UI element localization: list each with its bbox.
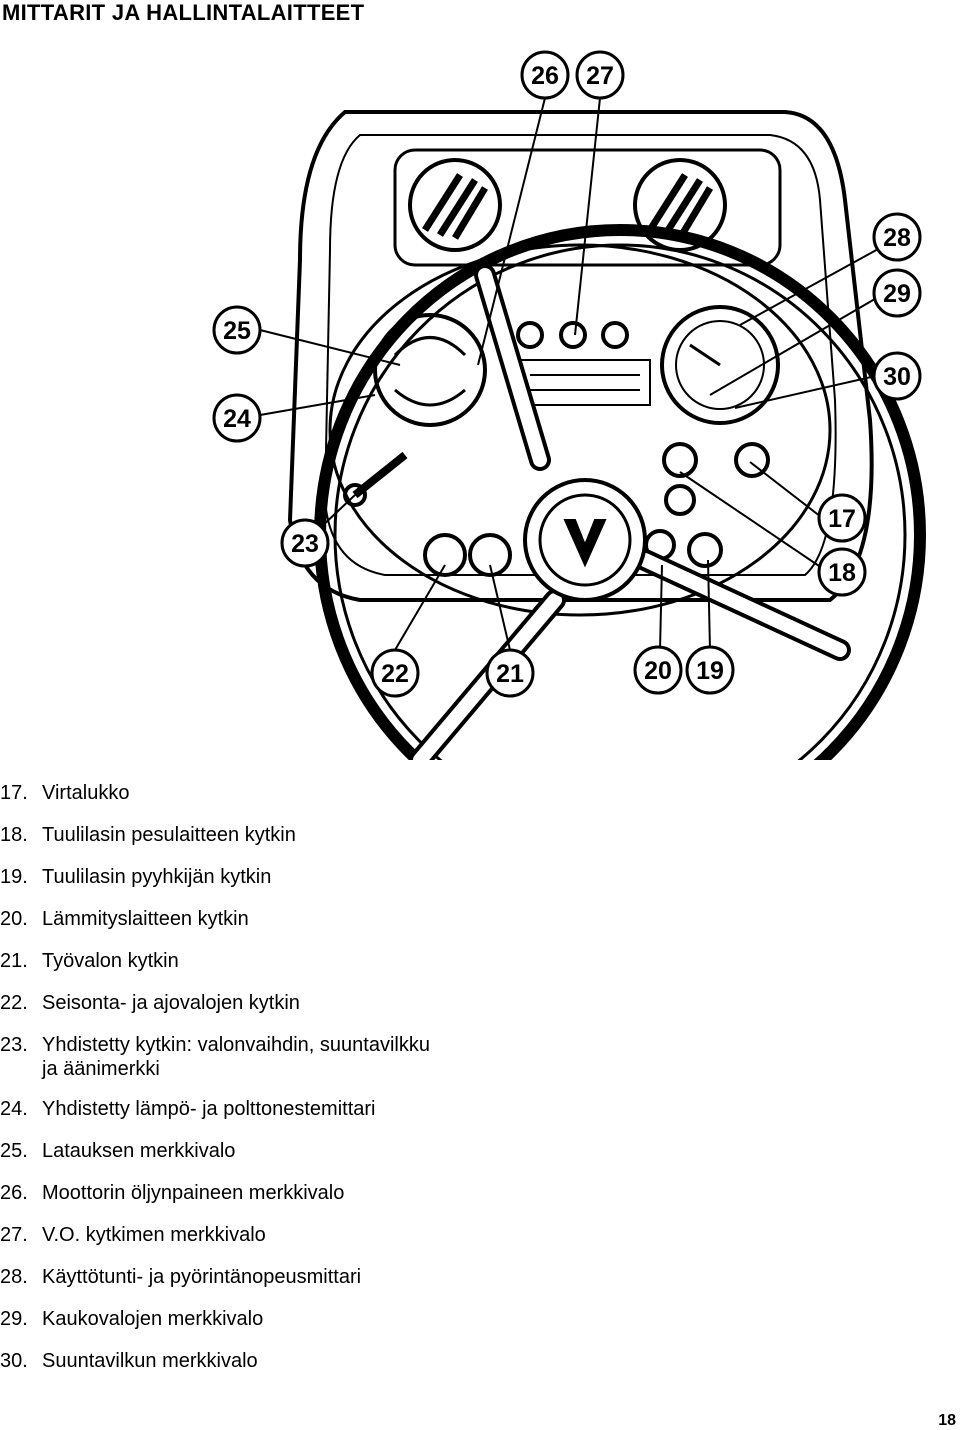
callout-21: 21 bbox=[496, 660, 524, 688]
legend-item: 20.Lämmityslaitteen kytkin bbox=[0, 908, 249, 930]
instrument-panel bbox=[328, 243, 832, 617]
brand-logo bbox=[563, 519, 607, 568]
legend-item: 28.Käyttötunti- ja pyörintänopeusmittari bbox=[0, 1266, 362, 1288]
callout-24: 24 bbox=[223, 405, 251, 433]
legend-item: 18.Tuulilasin pesulaitteen kytkin bbox=[0, 824, 296, 846]
callout-30: 30 bbox=[883, 363, 911, 391]
parking-light-switch bbox=[423, 533, 467, 577]
legend-item: 26.Moottorin öljynpaineen merkkivalo bbox=[0, 1182, 345, 1204]
legend-item: 23.Yhdistetty kytkin: valonvaihdin, suun… bbox=[0, 1034, 430, 1080]
legend-item: 17.Virtalukko bbox=[0, 782, 130, 804]
callout-19: 19 bbox=[696, 657, 724, 685]
legend-item: 27.V.O. kytkimen merkkivalo bbox=[0, 1224, 266, 1246]
legend-item: 30.Suuntavilkun merkkivalo bbox=[0, 1350, 258, 1372]
legend-item: 22.Seisonta- ja ajovalojen kytkin bbox=[0, 992, 300, 1014]
dashboard-diagram: 26 27 28 29 30 25 24 23 17 18 22 21 20 1… bbox=[212, 50, 926, 760]
wiper-switch bbox=[687, 532, 723, 568]
legend-list: 17.Virtalukko 18.Tuulilasin pesulaitteen… bbox=[0, 772, 430, 1382]
temperature-fuel-gauge bbox=[373, 313, 487, 427]
legend-item: 24.Yhdistetty lämpö- ja polttonestemitta… bbox=[0, 1098, 376, 1120]
legend-item: 25.Latauksen merkkivalo bbox=[0, 1140, 236, 1162]
callout-28: 28 bbox=[883, 224, 911, 252]
callout-17: 17 bbox=[828, 505, 856, 533]
left-vent bbox=[408, 158, 502, 252]
dashboard-cowl bbox=[287, 110, 874, 602]
legend-item: 19.Tuulilasin pyyhkijän kytkin bbox=[0, 866, 272, 888]
ignition-lock bbox=[662, 442, 698, 478]
tachometer-gauge bbox=[660, 305, 780, 425]
legend-item: 29.Kaukovalojen merkkivalo bbox=[0, 1308, 264, 1330]
callout-25: 25 bbox=[223, 317, 251, 345]
callout-18: 18 bbox=[828, 559, 856, 587]
callout-23: 23 bbox=[291, 530, 319, 558]
callout-22: 22 bbox=[381, 660, 409, 688]
steering-wheel-hub bbox=[523, 478, 647, 602]
callout-29: 29 bbox=[883, 280, 911, 308]
legend-item: 21.Työvalon kytkin bbox=[0, 950, 179, 972]
callout-27: 27 bbox=[586, 62, 614, 90]
work-light-switch bbox=[468, 533, 512, 577]
page-number: 18 bbox=[938, 1412, 956, 1429]
page-title: MITTARIT JA HALLINTALAITTEET bbox=[2, 0, 365, 25]
callout-26: 26 bbox=[531, 62, 559, 90]
callout-20: 20 bbox=[644, 657, 672, 685]
